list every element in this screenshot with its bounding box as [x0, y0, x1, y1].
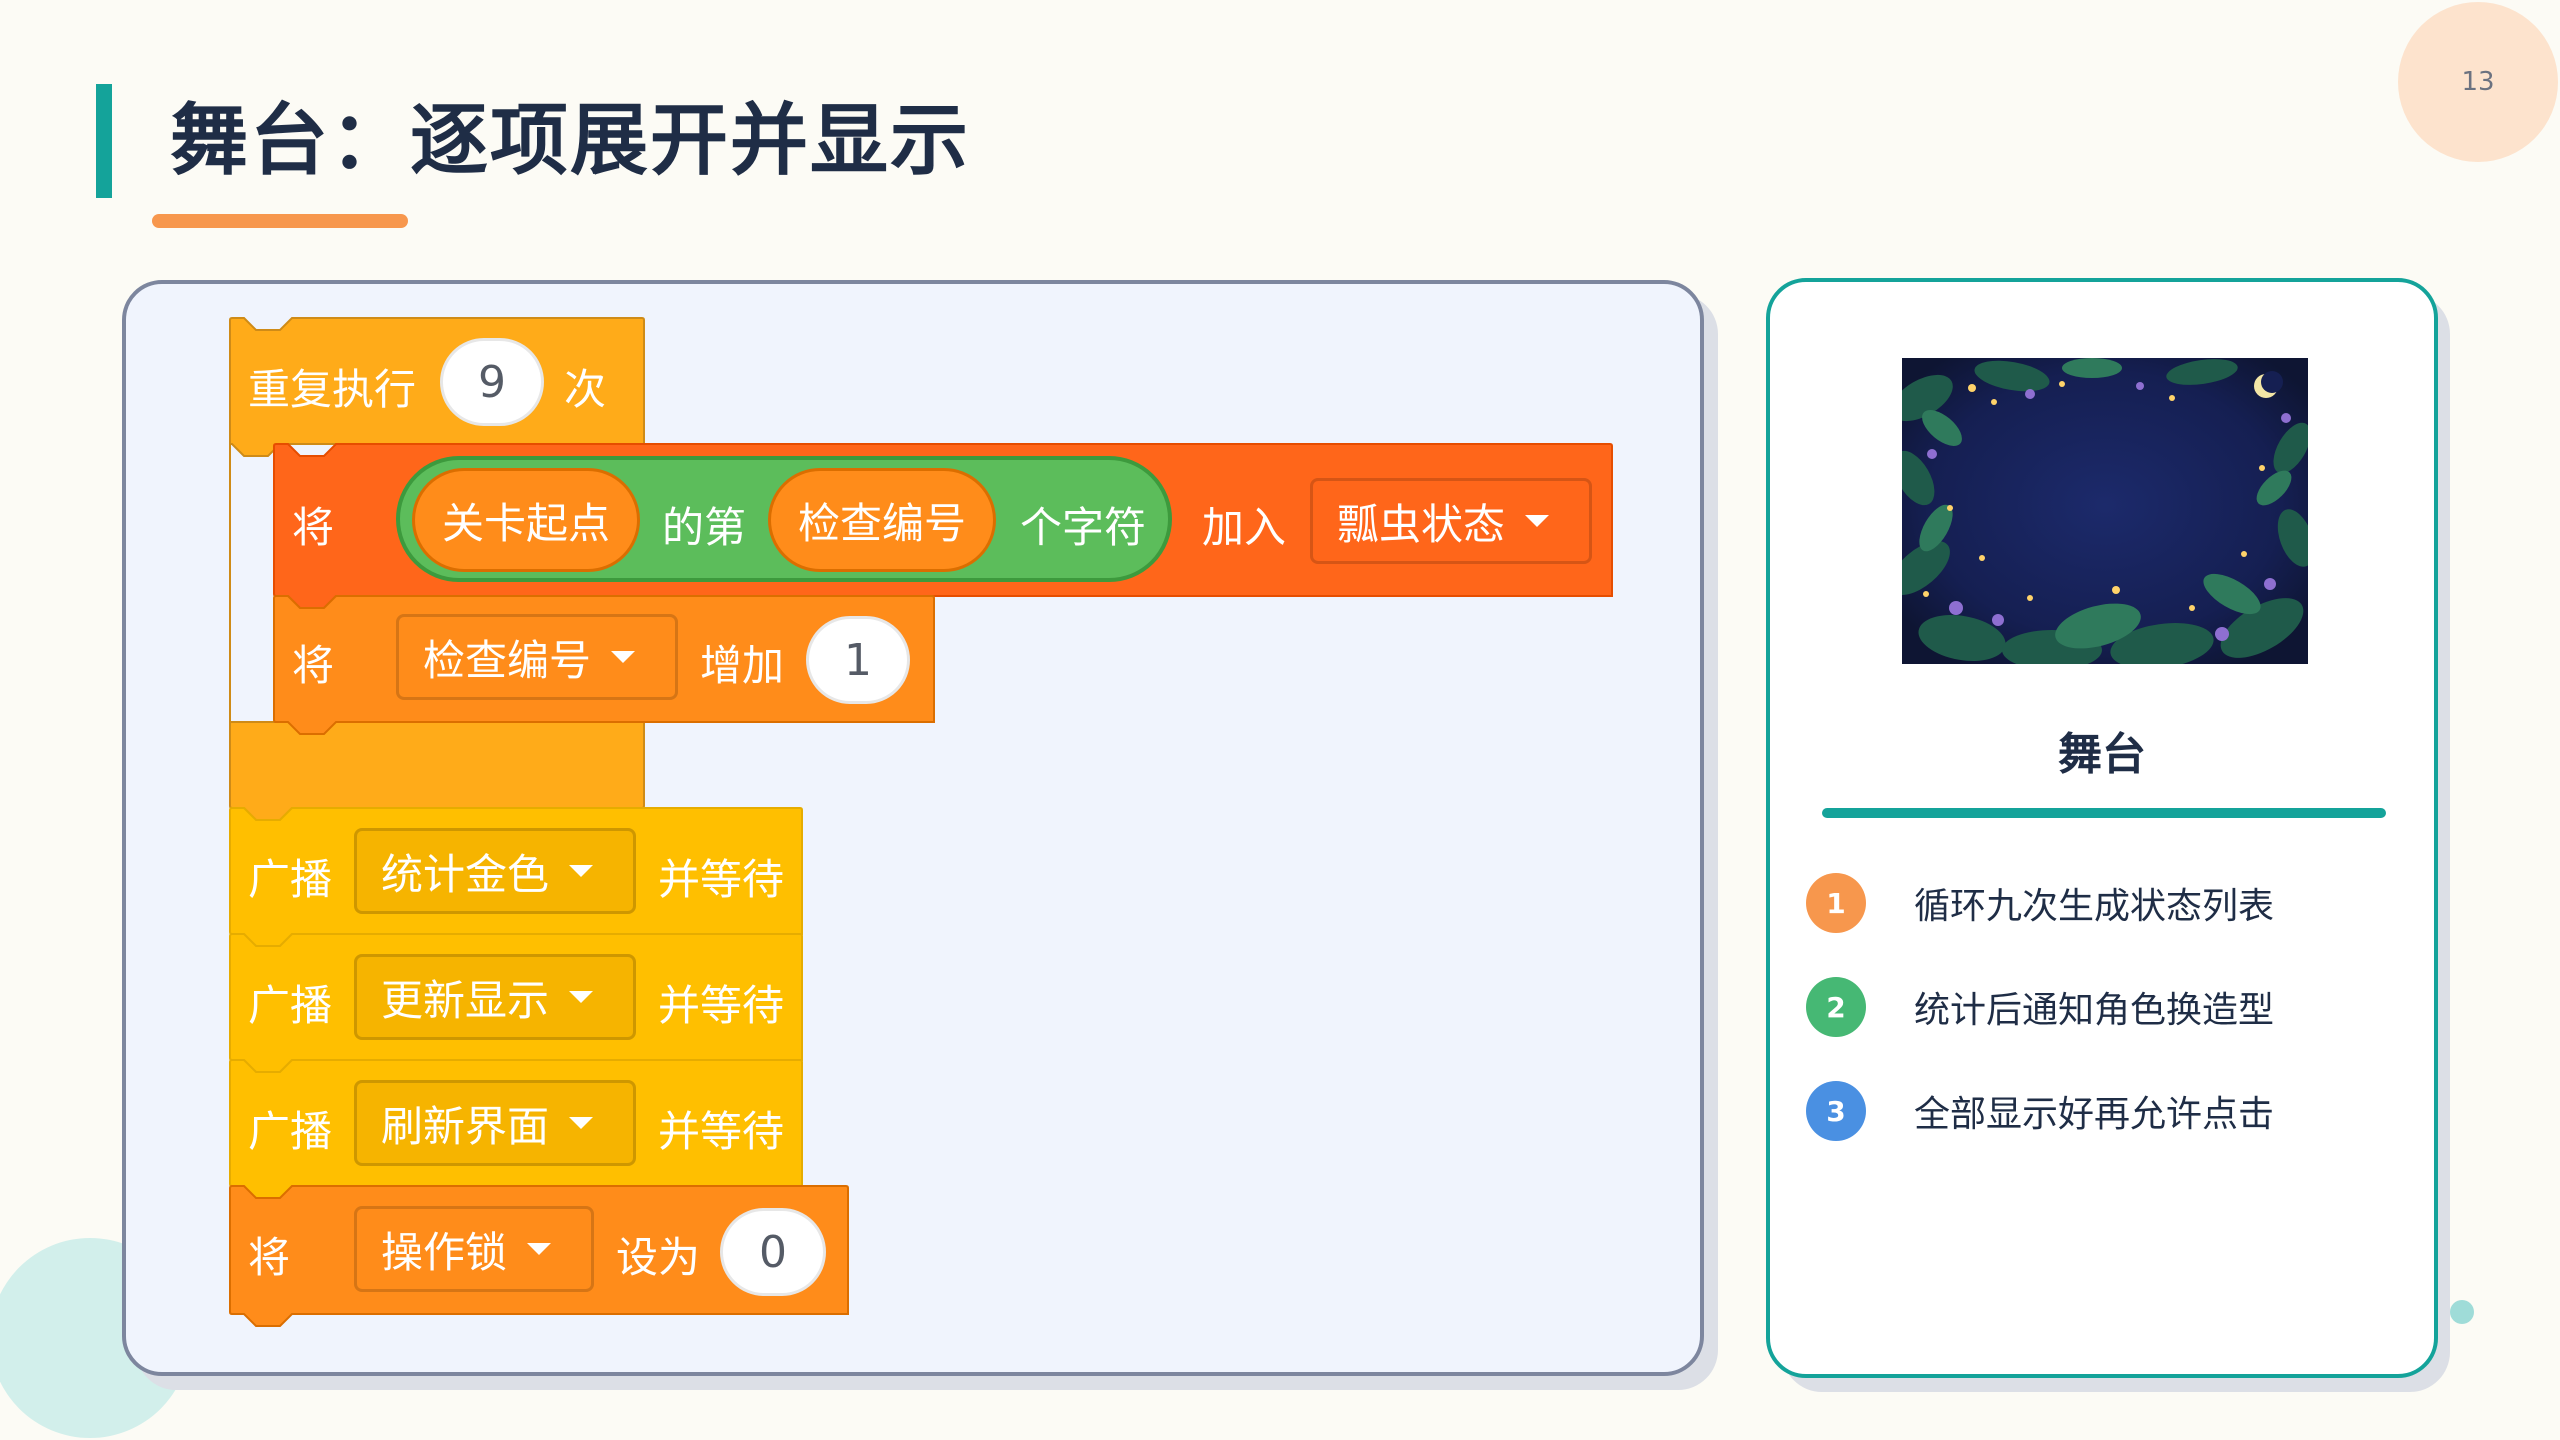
change-amount-input[interactable]: 1 — [806, 616, 910, 704]
set-variable-dropdown[interactable]: 操作锁 — [354, 1206, 594, 1292]
join-source-variable[interactable]: 关卡起点 — [412, 468, 640, 572]
stage-thumbnail[interactable] — [1902, 358, 2308, 664]
add-action-label: 加入 — [1202, 503, 1287, 552]
broadcast-verb-label: 广播 — [248, 855, 333, 904]
set-variable-value: 操作锁 — [381, 1227, 508, 1277]
chevron-down-icon — [1525, 515, 1550, 527]
change-action-label: 增加 — [700, 641, 785, 690]
chevron-down-icon — [527, 1243, 552, 1255]
note-text: 统计后通知角色换造型 — [1914, 990, 2275, 1031]
chevron-down-icon — [569, 865, 594, 877]
join-tail-label: 个字符 — [1020, 503, 1147, 552]
code-panel: 重复执行 9 次 将 关卡起点 的第 检查编号 个字符 加入 瓢虫状态 将 检查… — [122, 280, 1704, 1376]
broadcast-message-dropdown[interactable]: 刷新界面 — [354, 1080, 636, 1166]
note-item: 3 全部显示好再允许点击 — [1806, 1080, 2274, 1142]
set-verb-label: 将 — [248, 1233, 291, 1282]
chevron-down-icon — [569, 991, 594, 1003]
broadcast-wait-label: 并等待 — [658, 981, 785, 1030]
list-dropdown[interactable]: 瓢虫状态 — [1310, 478, 1592, 564]
page-number-badge: 13 — [2398, 2, 2558, 162]
chevron-down-icon — [611, 651, 636, 663]
note-number-badge: 2 — [1806, 977, 1866, 1037]
change-variable-dropdown[interactable]: 检查编号 — [396, 614, 678, 700]
broadcast-message-value: 更新显示 — [381, 975, 550, 1025]
stage-card: 舞台 1 循环九次生成状态列表 2 统计后通知角色换造型 3 全部显示好再允许点… — [1766, 278, 2438, 1378]
repeat-count-input[interactable]: 9 — [440, 338, 544, 426]
add-verb-label: 将 — [292, 503, 335, 552]
broadcast-wait-label: 并等待 — [658, 1107, 785, 1156]
list-dropdown-value: 瓢虫状态 — [1337, 499, 1506, 549]
title-accent-bar — [96, 84, 112, 198]
broadcast-message-dropdown[interactable]: 统计金色 — [354, 828, 636, 914]
change-variable-value: 检查编号 — [423, 635, 592, 685]
set-action-label: 设为 — [616, 1233, 701, 1282]
change-verb-label: 将 — [292, 641, 335, 690]
broadcast-message-dropdown[interactable]: 更新显示 — [354, 954, 636, 1040]
note-number-badge: 1 — [1806, 873, 1866, 933]
note-item: 1 循环九次生成状态列表 — [1806, 872, 2274, 934]
set-value-input[interactable]: 0 — [720, 1208, 826, 1296]
broadcast-message-value: 统计金色 — [381, 849, 550, 899]
title-underline — [152, 214, 408, 228]
note-text: 全部显示好再允许点击 — [1914, 1094, 2275, 1135]
note-number-badge: 3 — [1806, 1081, 1866, 1141]
page-number: 13 — [2461, 67, 2495, 97]
note-text: 循环九次生成状态列表 — [1914, 886, 2275, 927]
decorative-dot — [2450, 1300, 2474, 1324]
chevron-down-icon — [569, 1117, 594, 1129]
repeat-label: 重复执行 — [248, 365, 417, 414]
broadcast-verb-label: 广播 — [248, 981, 333, 1030]
stage-divider — [1822, 808, 2386, 818]
join-mid-label: 的第 — [662, 503, 747, 552]
broadcast-verb-label: 广播 — [248, 1107, 333, 1156]
broadcast-wait-label: 并等待 — [658, 855, 785, 904]
join-index-variable[interactable]: 检查编号 — [768, 468, 996, 572]
page-title: 舞台：逐项展开并显示 — [170, 96, 971, 186]
note-item: 2 统计后通知角色换造型 — [1806, 976, 2274, 1038]
repeat-unit-label: 次 — [564, 365, 607, 414]
broadcast-message-value: 刷新界面 — [381, 1101, 550, 1151]
stage-name: 舞台 — [2058, 729, 2146, 780]
